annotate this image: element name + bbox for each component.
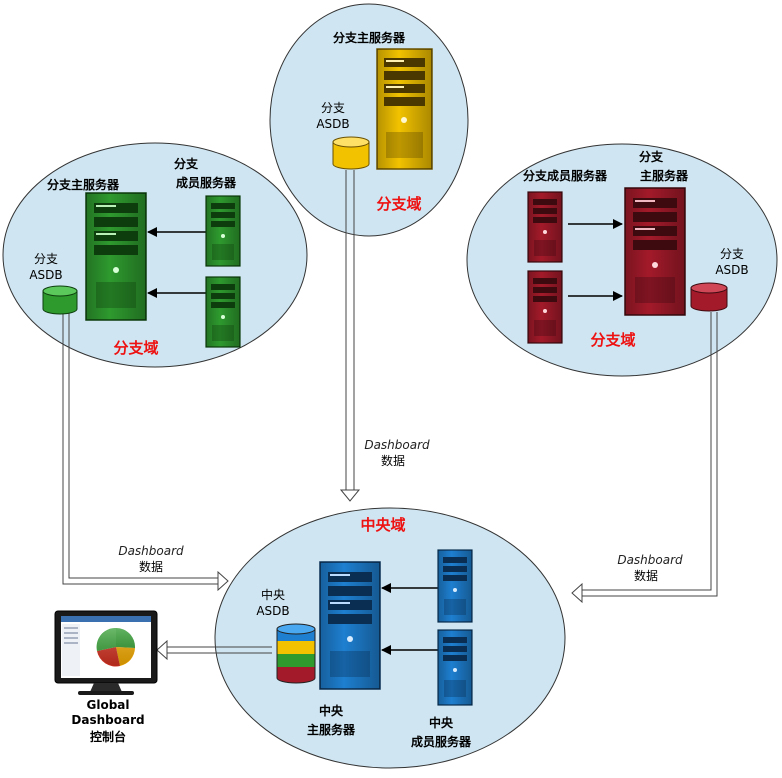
console-label-line2: Dashboard [71,713,144,727]
branch-left-main-server-label: 分支主服务器 [47,177,120,192]
central-domain-ellipse [214,507,566,769]
branch-left-main-server-icon [85,192,147,321]
branch-right-asdb-icon [690,282,728,312]
flow-right-label-line1: Dashboard [617,553,683,567]
branch-left-member-server-1-icon [205,195,241,267]
central-main-server-label-line2: 主服务器 [307,722,356,737]
branch-top-main-server-icon [376,48,433,170]
branch-left-domain-label: 分支域 [113,339,158,357]
flow-console-pipe [156,639,272,661]
central-domain-label: 中央域 [360,516,405,534]
console-label-line3: 控制台 [90,729,126,744]
console-label-line1: Global [86,698,129,712]
flow-left-label-line2: 数据 [139,559,163,574]
central-asdb-icon [276,623,316,684]
flow-center-pipe [339,170,361,502]
branch-top-asdb-icon [332,136,370,170]
branch-left-member-server-2-icon [205,276,241,348]
global-dashboard-monitor-icon [54,610,158,695]
branch-right-domain-label: 分支域 [590,331,635,349]
flow-left-label-line1: Dashboard [118,544,184,558]
central-asdb-label-line2: ASDB [256,604,289,618]
branch-right-asdb-label-line2: ASDB [715,263,748,277]
flow-left-pipe [62,312,229,592]
flow-right-pipe [571,312,718,604]
branch-right-member-server-2-icon [527,270,563,344]
branch-top-asdb-label-line1: 分支 [321,101,345,115]
branch-left-asdb-label-line1: 分支 [34,252,58,266]
branch-top-main-server-label: 分支主服务器 [333,30,406,45]
central-main-server-icon [319,561,381,690]
central-member-server-label-line2: 成员服务器 [411,734,472,749]
flow-center-label-line1: Dashboard [364,438,430,452]
branch-right-member-server-label: 分支成员服务器 [523,168,608,183]
branch-right-main-server-icon [624,187,686,316]
branch-right-main-server-label-line1: 分支 [639,149,664,164]
branch-top-asdb-label-line2: ASDB [316,117,349,131]
branch-top-domain-label: 分支域 [376,195,421,213]
branch-left-member-server-label-line2: 成员服务器 [176,175,237,190]
central-main-server-label-line1: 中央 [319,703,344,718]
branch-right-asdb-label-line1: 分支 [720,247,744,261]
central-member-server-2-icon [437,629,473,706]
monitor-pie-chart-icon [96,627,136,667]
flow-center-label-line2: 数据 [381,453,405,468]
central-member-server-1-icon [437,549,473,623]
branch-right-main-server-label-line2: 主服务器 [640,168,689,183]
central-member-server-label-line1: 中央 [429,715,454,730]
branch-left-asdb-label-line2: ASDB [29,268,62,282]
flow-right-label-line2: 数据 [634,568,658,583]
central-asdb-label-line1: 中央 [261,587,285,602]
branch-right-member-server-1-icon [527,191,563,263]
branch-left-member-server-label-line1: 分支 [174,156,199,171]
branch-left-asdb-icon [42,285,78,315]
